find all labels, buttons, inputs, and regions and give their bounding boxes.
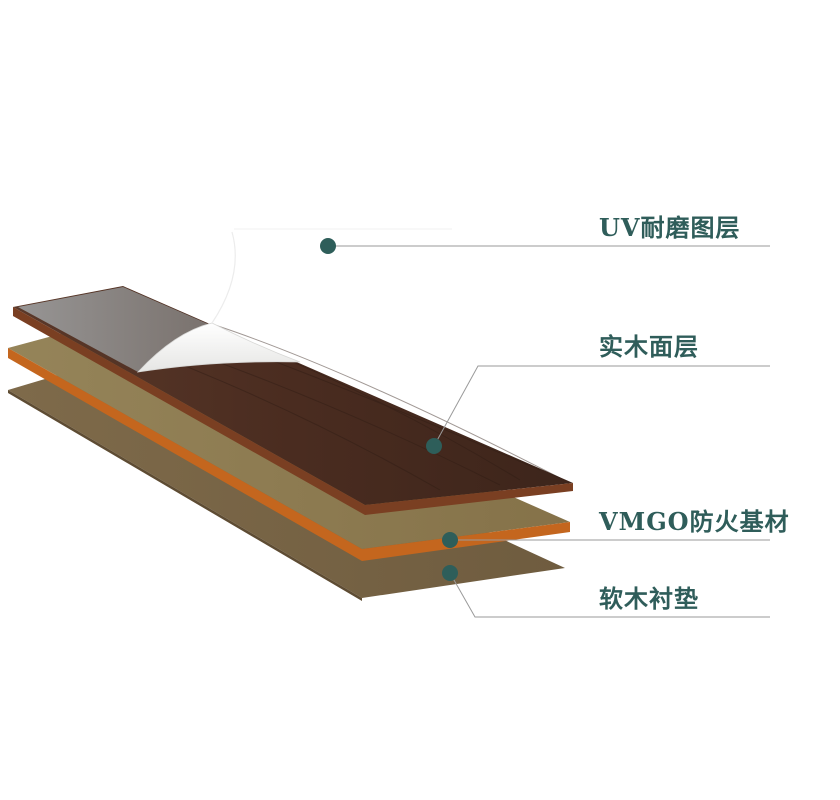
marker-dot-vmgo <box>442 532 458 548</box>
label-vmgo-layer: VMGO防火基材 <box>598 507 790 536</box>
label-wood-layer: 实木面层 <box>599 332 699 361</box>
label-cork-layer: 软木衬垫 <box>599 584 699 613</box>
marker-dots <box>320 238 458 581</box>
marker-dot-uv <box>320 238 336 254</box>
marker-dot-cork <box>442 565 458 581</box>
marker-dot-wood <box>426 438 442 454</box>
leader-lines <box>328 245 770 618</box>
leader-line-cork <box>449 572 770 618</box>
uv-layer-peel-arc <box>211 231 236 324</box>
layer-labels: UV耐磨图层 实木面层 VMGO防火基材 软木衬垫 <box>598 213 790 613</box>
wood-layer-edge <box>13 307 573 515</box>
uv-layer-curl <box>136 322 301 373</box>
label-uv-layer: UV耐磨图层 <box>599 213 741 242</box>
cork-layer-edge <box>8 390 362 601</box>
leader-line-wood <box>433 365 770 447</box>
uv-layer <box>18 228 452 373</box>
